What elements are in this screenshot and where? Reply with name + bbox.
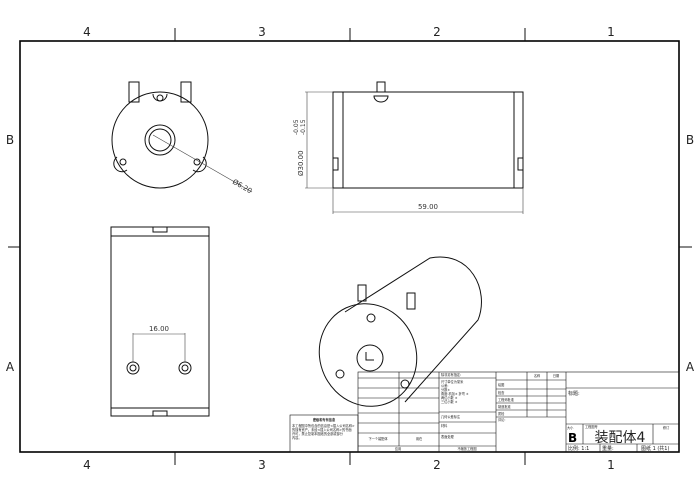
- label: 角度:机加± 折弯 ±: [441, 391, 469, 396]
- zone-col-2-bottom: 2: [433, 458, 441, 472]
- zone-col-3: 3: [258, 25, 266, 39]
- label: 材料: [441, 423, 448, 428]
- label: 工程师批准: [498, 397, 515, 402]
- side-view: Ø30.00 -0.05 -0.15 59.00: [293, 81, 524, 214]
- label: 公差:: [441, 383, 448, 388]
- label: 应用: [395, 446, 401, 451]
- zone-col-3-bottom: 3: [258, 458, 266, 472]
- label: 许可，禁止复制本图纸的全部或部分: [292, 431, 344, 436]
- label: 质检: [498, 411, 505, 416]
- label: 制造批准: [498, 404, 512, 409]
- label: 用在: [416, 436, 422, 441]
- hole-diameter-dimension: Ø6.20: [231, 178, 253, 195]
- zone-labels: 4 3 2 1 4 3 2 1 B A B A: [6, 25, 695, 472]
- zone-row-b: B: [6, 133, 14, 147]
- label: 两位小数 ±: [441, 395, 458, 400]
- label: 不缩放工程图: [457, 446, 476, 451]
- label: 几何公差标注: [441, 414, 461, 419]
- sheet-number: 图纸 1 (共1): [641, 445, 669, 452]
- size-value: B: [568, 431, 577, 445]
- label: 大小: [567, 425, 574, 430]
- label: 分数±: [441, 387, 450, 392]
- label: 的独有资产。未经<插入公司名称>的书面: [292, 427, 352, 432]
- proprietary-note: 密级和专有信息 本工程图中所包含的信息是<插入公司名称> 的独有资产。未经<插入…: [289, 414, 359, 453]
- scale: 比例: 1:1: [568, 445, 589, 452]
- label: 内容。: [292, 435, 302, 440]
- label: 评论:: [498, 417, 505, 422]
- weight: 重量:: [602, 445, 614, 452]
- label: 日期: [553, 373, 559, 378]
- drawing-number: 装配体4: [595, 430, 646, 446]
- tolerance-lower: -0.15: [300, 119, 307, 135]
- zone-col-2: 2: [433, 25, 441, 39]
- zone-row-a: A: [6, 360, 15, 374]
- label: 密级和专有信息: [312, 417, 336, 422]
- sheet-border: [19, 40, 680, 453]
- title-label: 标题:: [568, 390, 580, 397]
- zone-ticks: [8, 28, 692, 465]
- length-dimension: 59.00: [418, 203, 438, 211]
- label: 工程图号: [585, 424, 598, 429]
- zone-col-4-bottom: 4: [83, 458, 91, 472]
- label: 绘图: [498, 382, 504, 387]
- hole-spacing-dimension: 16.00: [149, 325, 169, 333]
- tolerance-upper: -0.05: [293, 119, 300, 135]
- label: 名称: [534, 373, 541, 378]
- label: 下一个装配体: [368, 436, 388, 441]
- label: 检查: [498, 390, 505, 395]
- zone-row-a-right: A: [686, 360, 695, 374]
- label: 三位小数 ±: [441, 399, 458, 404]
- label: 修订: [663, 425, 670, 430]
- front-view: Ø6.20: [111, 81, 253, 195]
- unless-specified: 除非另有指定:: [441, 372, 461, 377]
- bottom-view: 16.00: [110, 226, 210, 417]
- outer-diameter-dimension: Ø30.00: [297, 150, 305, 176]
- label: 本工程图中所包含的信息是<插入公司名称>: [292, 423, 355, 428]
- label: 表面处理: [441, 434, 455, 439]
- zone-col-1-bottom: 1: [607, 458, 615, 472]
- zone-row-b-right: B: [686, 133, 694, 147]
- zone-col-1: 1: [607, 25, 615, 39]
- label: 尺寸单位为毫米: [441, 379, 464, 384]
- title-block: 除非另有指定: 尺寸单位为毫米 公差: 分数± 角度:机加± 折弯 ± 两位小数…: [357, 371, 680, 453]
- zone-col-4: 4: [83, 25, 91, 39]
